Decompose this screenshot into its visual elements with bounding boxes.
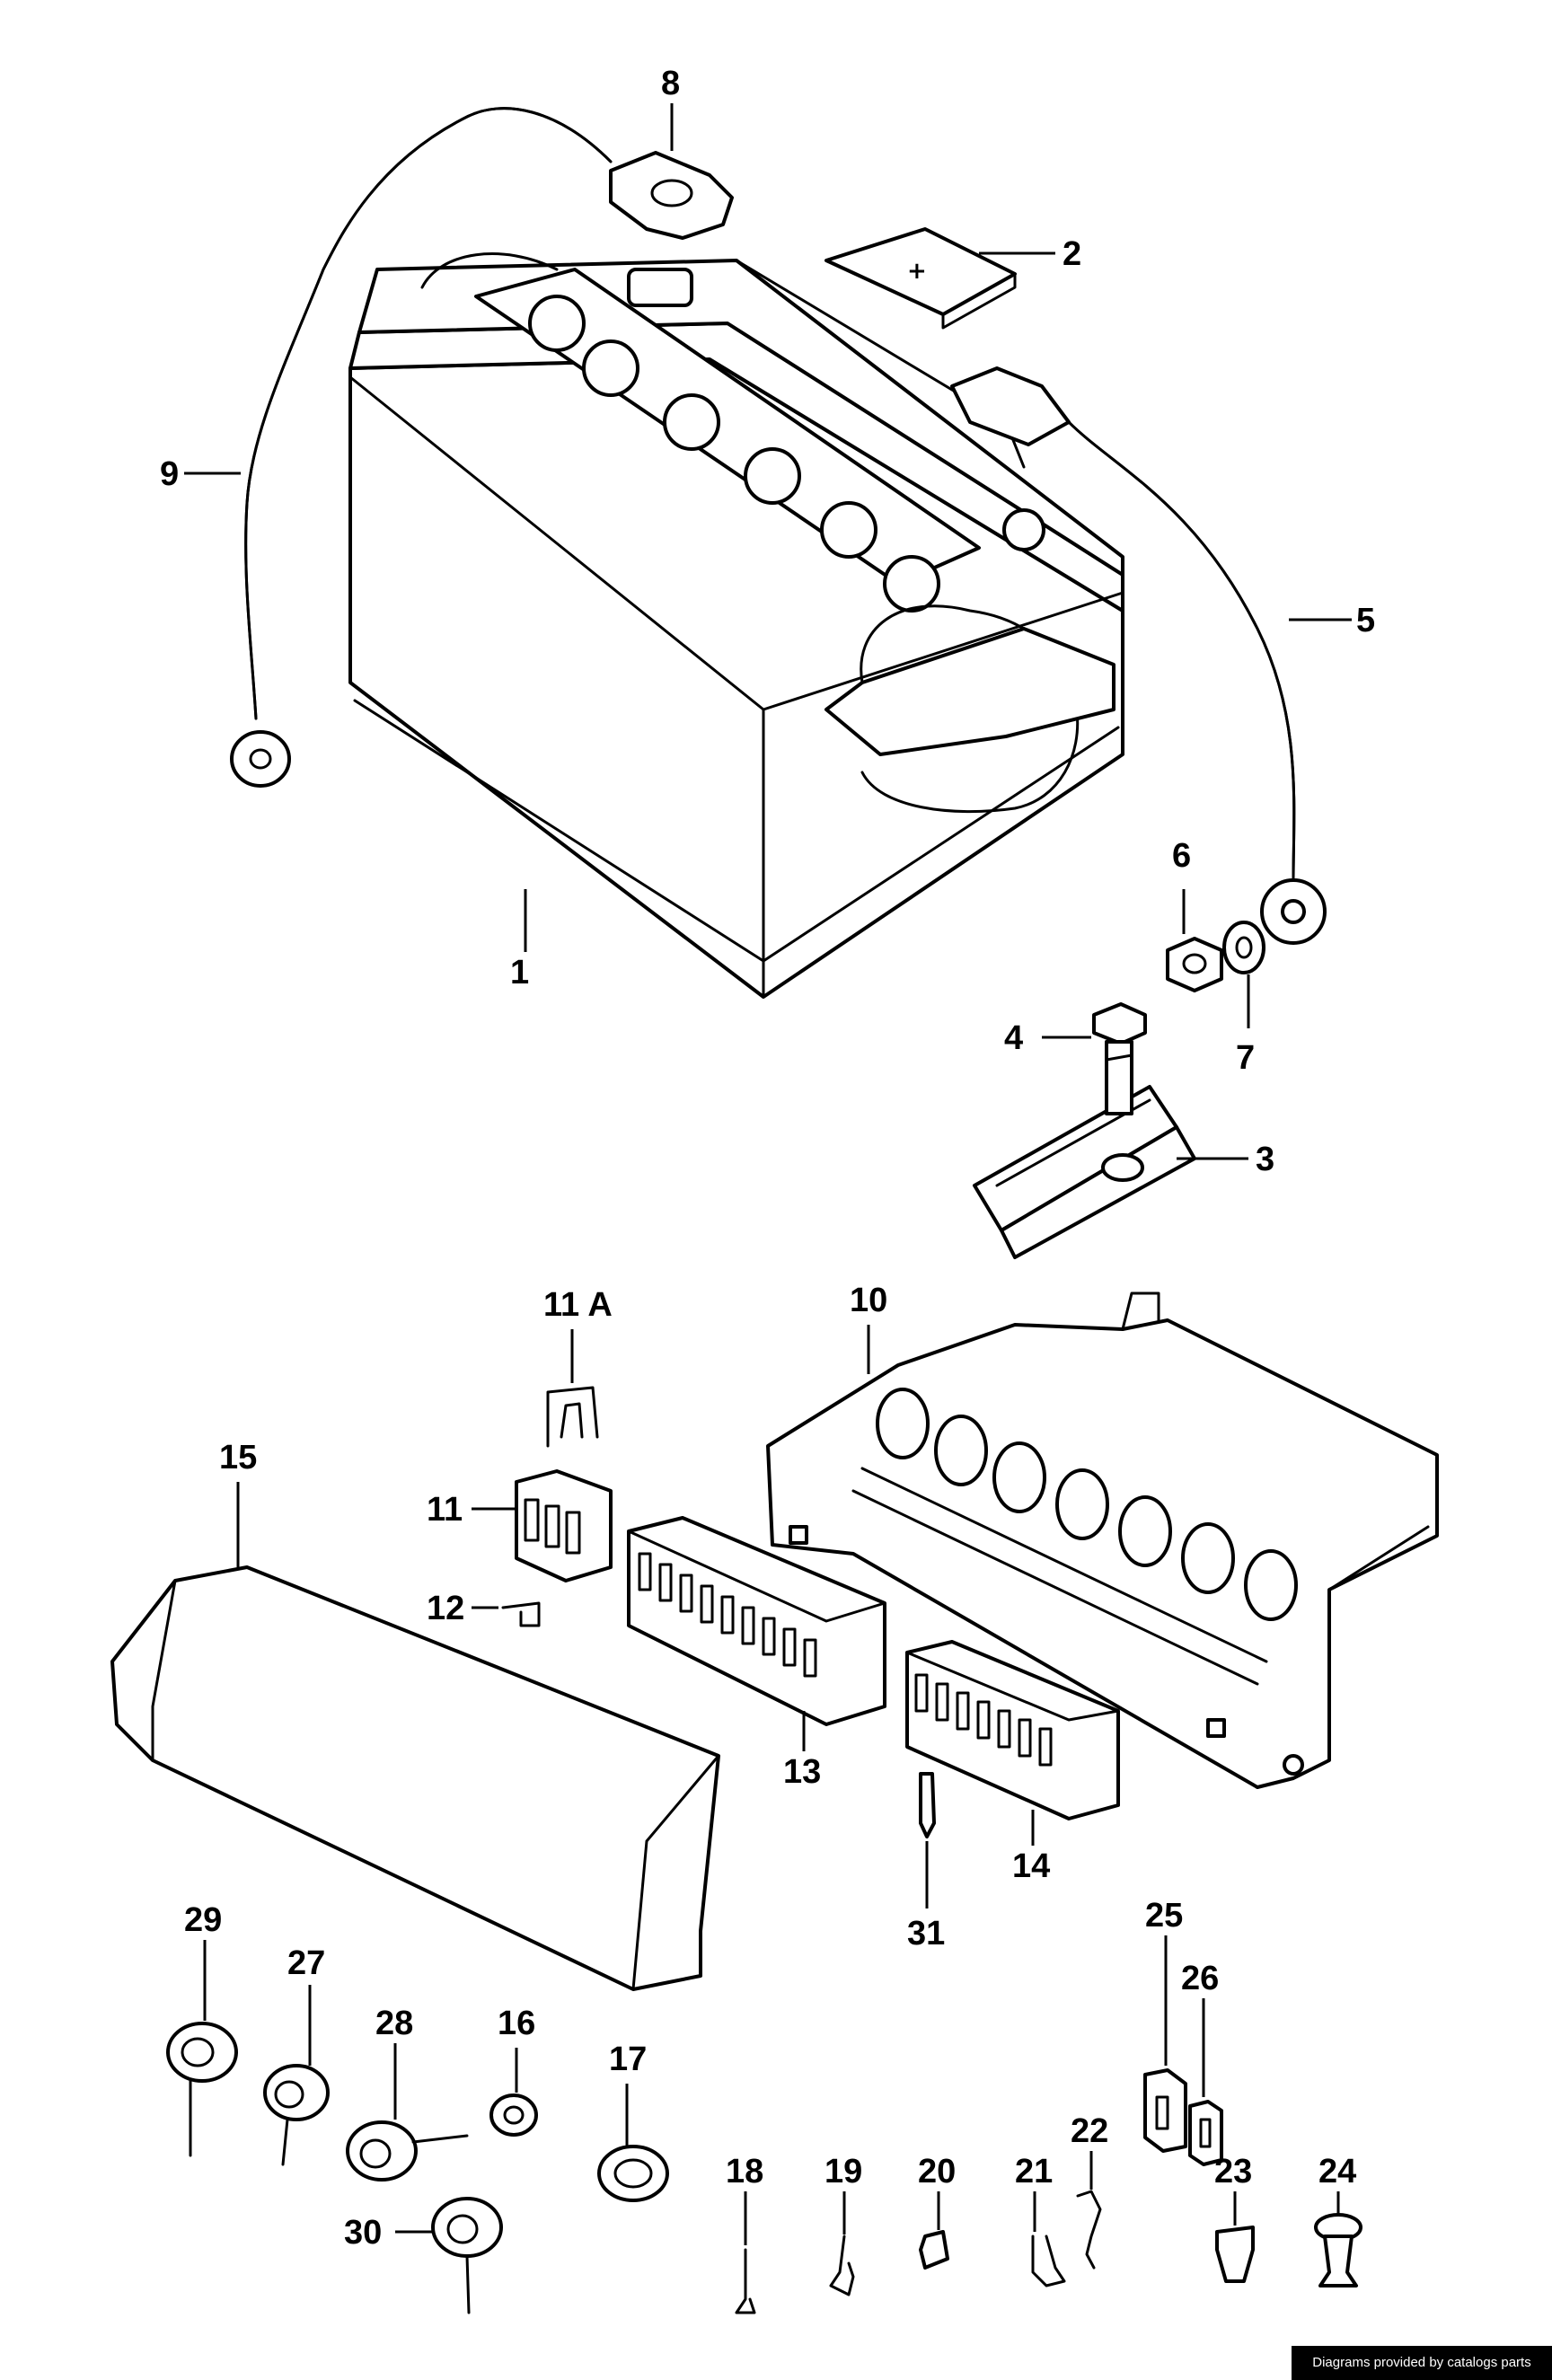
washer-part[interactable] (1222, 921, 1265, 974)
connector-29-part[interactable] (166, 2022, 238, 2157)
terminal-20-part[interactable] (919, 2230, 949, 2270)
callout-28: 28 (375, 2005, 413, 2120)
callout-11a: 11 A (543, 1286, 613, 1383)
svg-text:24: 24 (1318, 2153, 1356, 2190)
negative-terminal-clamp-part[interactable] (609, 151, 734, 240)
callout-20: 20 (918, 2153, 956, 2230)
connector-28-part[interactable] (346, 2120, 469, 2182)
callout-21: 21 (1015, 2153, 1053, 2232)
fuse-31-part[interactable] (919, 1772, 936, 1838)
hex-bolt-part[interactable] (1092, 1002, 1147, 1115)
callout-2: 2 (979, 235, 1081, 273)
callout-19: 19 (824, 2153, 862, 2235)
callout-9: 9 (160, 455, 241, 493)
svg-text:17: 17 (609, 2041, 647, 2078)
callout-27: 27 (287, 1944, 325, 2066)
hold-down-clamp-part[interactable] (973, 1085, 1196, 1259)
svg-text:12: 12 (427, 1590, 464, 1627)
callout-7: 7 (1236, 974, 1255, 1077)
fuse-bracket-part[interactable] (766, 1291, 1439, 1789)
relay-25-part[interactable] (1143, 2068, 1187, 2153)
svg-text:16: 16 (498, 2005, 535, 2042)
svg-text:4: 4 (1004, 1019, 1023, 1057)
plug-24-part[interactable] (1314, 2213, 1362, 2287)
svg-text:7: 7 (1236, 1039, 1255, 1077)
svg-text:6: 6 (1172, 837, 1191, 875)
battery-part[interactable] (348, 252, 1124, 999)
svg-text:11 A: 11 A (543, 1286, 613, 1324)
bridge-clip-part[interactable] (501, 1601, 541, 1627)
svg-text:1: 1 (510, 954, 529, 992)
medium-fuse-block-part[interactable] (905, 1640, 1120, 1820)
svg-text:15: 15 (219, 1439, 257, 1476)
svg-text:3: 3 (1256, 1141, 1274, 1178)
terminal-18-part[interactable] (735, 2248, 756, 2314)
callout-13: 13 (783, 1711, 821, 1791)
callout-12: 12 (427, 1590, 498, 1627)
callout-8: 8 (661, 65, 680, 151)
callout-14: 14 (1012, 1810, 1050, 1885)
svg-text:21: 21 (1015, 2153, 1053, 2190)
callout-4: 4 (1004, 1019, 1091, 1057)
callout-10: 10 (850, 1282, 887, 1374)
small-fuse-block-part[interactable] (515, 1469, 613, 1582)
callout-11: 11 (427, 1491, 515, 1529)
connector-30-part[interactable] (431, 2197, 503, 2314)
fuse-box-cover-part[interactable] (110, 1565, 720, 1991)
callout-16: 16 (498, 2005, 535, 2093)
diagram-credit: Diagrams provided by catalogs parts (1292, 2346, 1552, 2380)
clip-11a-part[interactable] (546, 1386, 599, 1448)
svg-text:11: 11 (427, 1491, 463, 1529)
svg-text:13: 13 (783, 1753, 821, 1791)
terminal-21-part[interactable] (1031, 2235, 1066, 2287)
svg-text:28: 28 (375, 2005, 413, 2042)
plug-23-part[interactable] (1215, 2226, 1255, 2283)
svg-text:8: 8 (661, 65, 680, 102)
svg-text:18: 18 (726, 2153, 763, 2190)
large-fuse-block-part[interactable] (627, 1516, 886, 1726)
connector-27-part[interactable] (263, 2064, 330, 2166)
svg-text:27: 27 (287, 1944, 325, 1982)
relay-26-part[interactable] (1188, 2100, 1223, 2166)
svg-text:2: 2 (1063, 235, 1081, 273)
callout-3: 3 (1177, 1141, 1274, 1178)
terminal-cover-part[interactable]: + (824, 227, 1017, 330)
terminal-19-part[interactable] (829, 2235, 855, 2296)
callout-31: 31 (907, 1841, 945, 1952)
svg-text:5: 5 (1356, 602, 1375, 639)
svg-text:10: 10 (850, 1282, 887, 1319)
callout-6: 6 (1172, 837, 1191, 934)
callout-26: 26 (1181, 1960, 1219, 2097)
svg-text:19: 19 (824, 2153, 862, 2190)
svg-text:22: 22 (1071, 2112, 1108, 2150)
ground-strap-part[interactable] (230, 107, 613, 788)
callout-1: 1 (510, 889, 529, 992)
svg-text:30: 30 (344, 2214, 382, 2252)
callout-29: 29 (184, 1901, 222, 2021)
callout-30: 30 (344, 2214, 433, 2252)
callout-24: 24 (1318, 2153, 1356, 2214)
callout-15: 15 (219, 1439, 257, 1567)
grommet-16-part[interactable] (489, 2094, 538, 2137)
callout-5: 5 (1289, 602, 1375, 639)
hex-nut-part[interactable] (1166, 937, 1223, 992)
positive-cable-part[interactable] (950, 366, 1327, 945)
svg-text:26: 26 (1181, 1960, 1219, 1997)
svg-text:14: 14 (1012, 1847, 1050, 1885)
svg-text:31: 31 (907, 1915, 945, 1952)
callout-17: 17 (609, 2041, 647, 2146)
callout-22: 22 (1071, 2112, 1108, 2190)
terminal-22-part[interactable] (1076, 2190, 1102, 2270)
grommet-17-part[interactable] (597, 2145, 669, 2202)
callout-23: 23 (1214, 2153, 1252, 2226)
svg-text:9: 9 (160, 455, 179, 493)
svg-text:20: 20 (918, 2153, 956, 2190)
callout-25: 25 (1145, 1897, 1183, 2066)
callout-18: 18 (726, 2153, 763, 2245)
svg-text:29: 29 (184, 1901, 222, 1939)
svg-text:25: 25 (1145, 1897, 1183, 1935)
svg-text:+: + (907, 258, 927, 285)
